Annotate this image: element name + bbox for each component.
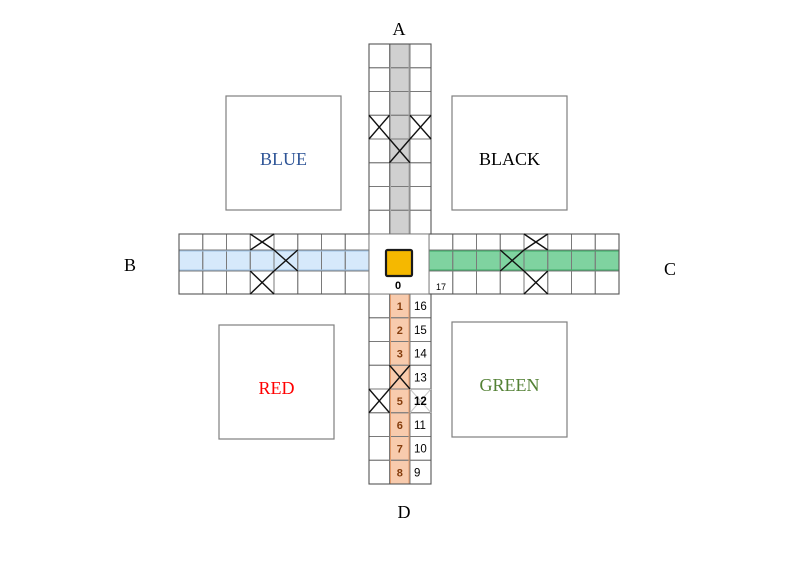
faint-cross-mark [409, 388, 432, 414]
board-cell[interactable] [202, 270, 227, 295]
board-cell[interactable] [368, 209, 390, 235]
board-cell[interactable] [499, 233, 525, 251]
board-cell[interactable] [321, 270, 346, 295]
center-home: 0 [368, 233, 430, 295]
board-cell[interactable] [368, 341, 390, 366]
arm-top [368, 43, 432, 235]
board-cell[interactable] [368, 459, 390, 485]
lane-number: 3 [397, 349, 403, 361]
player-zones: BLUE BLACK RED GREEN [218, 95, 568, 440]
zone-label-black: BLACK [479, 149, 540, 169]
board-cell[interactable] [202, 233, 227, 251]
track-number: 13 [414, 372, 427, 384]
board-cell[interactable] [226, 270, 251, 295]
zone-box-black[interactable] [451, 95, 568, 211]
track-number: 15 [414, 325, 427, 337]
board-cell[interactable] [428, 233, 454, 251]
board-cell[interactable] [368, 138, 390, 164]
board-cell[interactable] [368, 43, 390, 69]
cross-mark [409, 114, 432, 140]
board-cell[interactable] [368, 293, 390, 319]
board-cell[interactable] [409, 138, 432, 164]
board-cell[interactable] [297, 270, 322, 295]
board-cell[interactable] [368, 412, 390, 437]
track-number: 11 [414, 420, 426, 432]
board-cell[interactable] [368, 67, 390, 92]
board-cell[interactable] [594, 233, 620, 251]
board-cell[interactable] [547, 233, 572, 251]
cross-mark [523, 233, 549, 251]
arm-right: 17 [428, 233, 620, 295]
cross-mark [368, 388, 391, 414]
board-cell[interactable] [409, 162, 432, 187]
lane-number: 2 [397, 325, 403, 337]
track-number: 17 [436, 282, 446, 292]
track-number: 12 [414, 396, 427, 408]
board-cell[interactable] [476, 233, 501, 251]
board-cell[interactable] [409, 91, 432, 116]
board-cell[interactable] [178, 233, 204, 251]
board-cell[interactable] [321, 233, 346, 251]
player-token[interactable] [384, 248, 414, 278]
board-cell[interactable] [452, 270, 477, 295]
board-cell[interactable] [368, 436, 390, 461]
direction-label-a: A [393, 19, 406, 39]
lane-number: 5 [397, 396, 403, 408]
board-cell[interactable] [452, 233, 477, 251]
board-cell[interactable] [297, 233, 322, 251]
board-cell[interactable] [594, 270, 620, 295]
track-number: 14 [414, 349, 427, 361]
zone-label-red: RED [259, 378, 295, 398]
board-cell[interactable] [368, 162, 390, 187]
board-cell[interactable] [178, 270, 204, 295]
zone-label-green: GREEN [480, 375, 540, 395]
cross-mark [499, 249, 525, 272]
cross-mark [249, 233, 275, 251]
zone-box-green[interactable] [451, 321, 568, 438]
board-cell[interactable] [409, 186, 432, 211]
board-cell[interactable] [368, 91, 390, 116]
lane-number: 8 [397, 467, 403, 479]
board-cell[interactable] [226, 233, 251, 251]
board-cell[interactable] [273, 270, 299, 295]
board-cell[interactable] [344, 270, 370, 295]
zone-box-blue[interactable] [225, 95, 342, 211]
board-cell[interactable] [409, 43, 432, 69]
cross-mark [388, 138, 411, 164]
board-cell[interactable] [344, 233, 370, 251]
arm-left [178, 233, 370, 295]
direction-label-b: B [124, 255, 136, 275]
board-cell[interactable] [547, 270, 572, 295]
zone-box-red[interactable] [218, 324, 335, 440]
cross-mark [523, 270, 549, 295]
board-cell[interactable] [571, 233, 596, 251]
track-number: 9 [414, 467, 420, 479]
board-cell[interactable] [409, 209, 432, 235]
center-label: 0 [395, 280, 401, 292]
lane-number: 1 [397, 301, 403, 313]
board-cell[interactable] [571, 270, 596, 295]
track-number: 16 [414, 301, 427, 313]
direction-label-c: C [664, 259, 676, 279]
lane-number: 6 [397, 420, 403, 432]
board-cell[interactable] [273, 233, 299, 251]
direction-label-d: D [398, 502, 411, 522]
lane-number: 7 [397, 444, 403, 456]
track-number: 10 [414, 444, 427, 456]
cross-mark [388, 364, 411, 390]
board-cell[interactable] [476, 270, 501, 295]
board-cell[interactable] [368, 317, 390, 342]
cross-mark [249, 270, 275, 295]
zone-label-blue: BLUE [260, 149, 307, 169]
cross-mark [368, 114, 391, 140]
cross-mark [273, 249, 299, 272]
board-cell[interactable] [368, 186, 390, 211]
board-cell[interactable] [499, 270, 525, 295]
board-cell[interactable] [368, 364, 390, 390]
board-cell[interactable] [409, 67, 432, 92]
